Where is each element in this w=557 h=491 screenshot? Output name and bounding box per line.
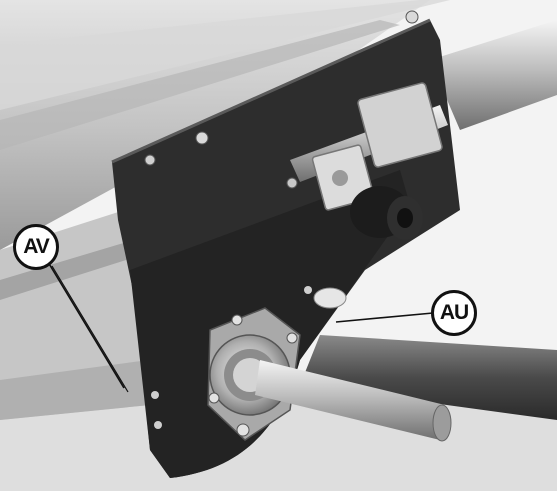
- callout-au-label: AU: [439, 301, 469, 324]
- callout-av-label: AV: [23, 235, 50, 258]
- callout-av: AV: [13, 224, 59, 270]
- callout-au: AU: [431, 290, 477, 336]
